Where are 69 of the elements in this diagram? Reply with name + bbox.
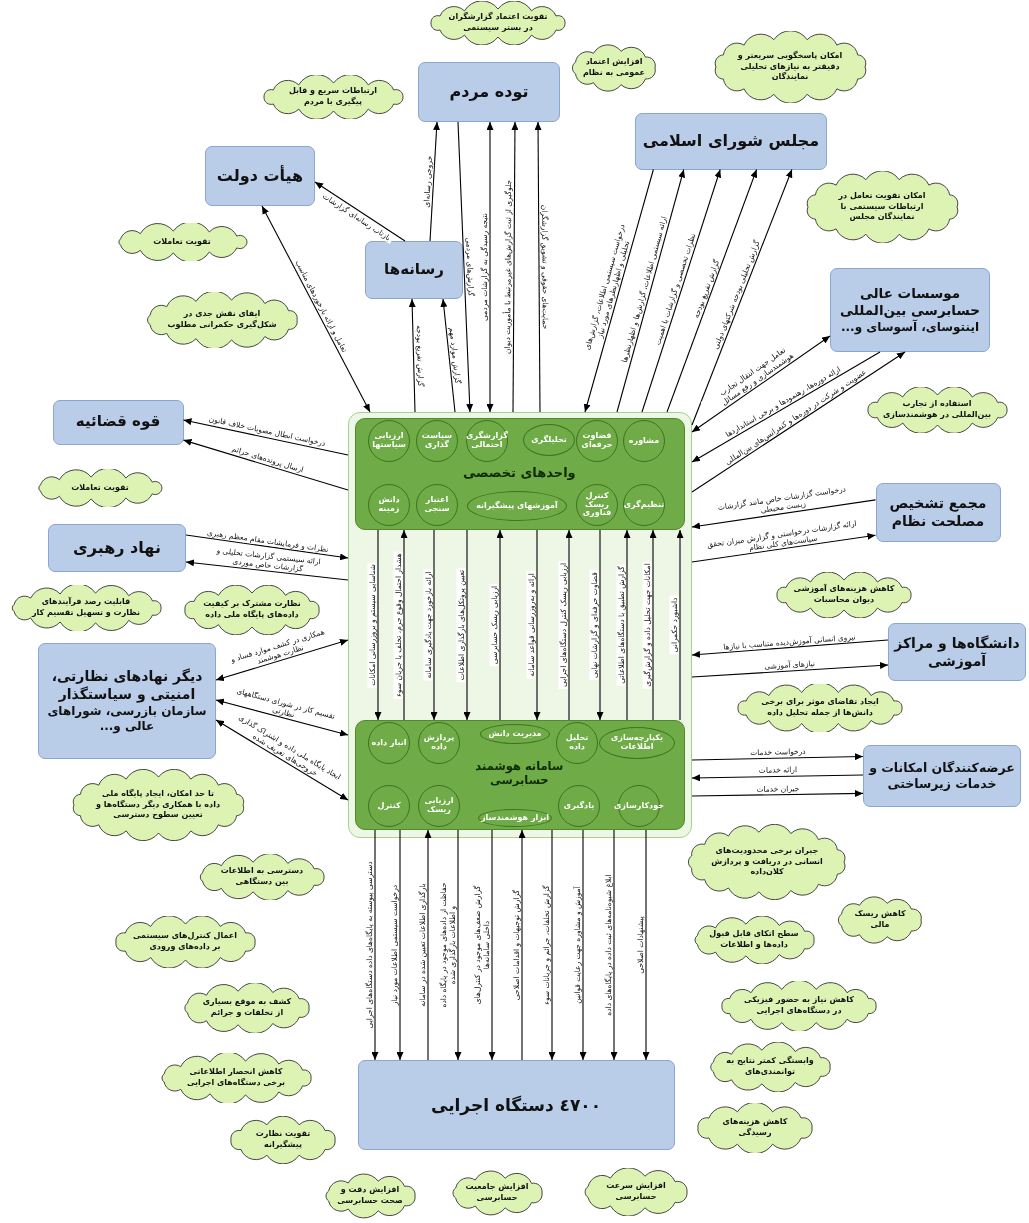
- unit-panel: [354, 719, 685, 830]
- arrow: [548, 829, 556, 1061]
- arrow: [396, 829, 404, 1061]
- arrow: [534, 121, 542, 413]
- organization-box: ٤٧٠٠ دستگاه اجرایی: [357, 1060, 675, 1150]
- arrow: [579, 829, 587, 1061]
- arrow: [649, 529, 657, 721]
- arrow: [182, 418, 349, 456]
- arrow: [518, 829, 526, 1061]
- arrow: [430, 529, 438, 721]
- arrow: [533, 529, 541, 721]
- arrow: [691, 790, 864, 797]
- organization-box: رسانه‌ها: [365, 241, 463, 299]
- arrow: [185, 559, 349, 581]
- arrow: [486, 121, 494, 413]
- arrow: [583, 168, 654, 413]
- function-ellipse: ابزار هوشمندساز: [478, 809, 552, 827]
- outer-panel: [348, 412, 692, 838]
- arrow: [182, 439, 349, 491]
- organization-box: مجلس شورای اسلامی: [635, 112, 827, 170]
- arrow: [691, 351, 881, 463]
- arrow: [641, 168, 722, 413]
- arrow: [314, 181, 406, 242]
- arrow: [374, 529, 382, 721]
- arrow: [488, 829, 496, 1061]
- organization-box: هیأت دولت: [205, 146, 315, 206]
- panel-title: واحدهای تخصصی: [462, 465, 576, 482]
- arrow: [691, 168, 793, 426]
- organization-box: قوه قضائیه: [52, 399, 184, 445]
- arrow: [691, 351, 906, 493]
- arrow: [496, 529, 504, 721]
- organization-box: موسسات عالی حسابرسی بین‌المللی اینتوسای، آسوسای و...: [830, 268, 990, 352]
- arrow: [261, 205, 371, 413]
- organization-box: مجمع تشخیص مصلحت نظام: [875, 482, 1001, 542]
- arrow: [511, 121, 519, 413]
- arrow: [457, 121, 474, 413]
- arrow: [408, 298, 416, 413]
- organization-box: توده مردم: [418, 62, 560, 122]
- arrow: [691, 662, 889, 678]
- arrow: [691, 532, 877, 563]
- arrow: [691, 499, 877, 530]
- arrow: [371, 829, 379, 1061]
- arrow: [565, 529, 573, 721]
- arrow: [596, 529, 604, 721]
- arrow: [623, 529, 631, 721]
- arrow: [454, 829, 462, 1061]
- arrow: [610, 829, 618, 1061]
- organization-box: عرضه‌کنندگان امکانات و خدمات زیرساختی: [863, 745, 1021, 807]
- arrow: [691, 335, 831, 433]
- arrow: [215, 719, 349, 801]
- arrow: [215, 698, 349, 737]
- arrow: [463, 529, 471, 721]
- arrow: [676, 529, 684, 721]
- organization-box: دیگر نهادهای نظارتی، امنیتی و سیاستگذار سازمان بازرسی، شوراهای عالی و...: [38, 643, 216, 759]
- organization-box: دانشگاه‌ها و مراکز آموزشی: [888, 623, 1026, 681]
- arrow: [429, 121, 440, 242]
- arrow: [691, 774, 864, 782]
- arrow: [691, 753, 864, 761]
- arrow: [400, 529, 408, 721]
- arrow: [642, 829, 650, 1061]
- organization-box: نهاد رهبری: [48, 524, 186, 572]
- unit-panel: [354, 417, 685, 530]
- arrow: [616, 168, 686, 413]
- arrow: [215, 638, 349, 682]
- arrow: [185, 534, 349, 561]
- arrow: [424, 829, 432, 1061]
- arrow: [440, 298, 456, 413]
- arrow: [691, 639, 889, 658]
- arrow: [666, 168, 758, 413]
